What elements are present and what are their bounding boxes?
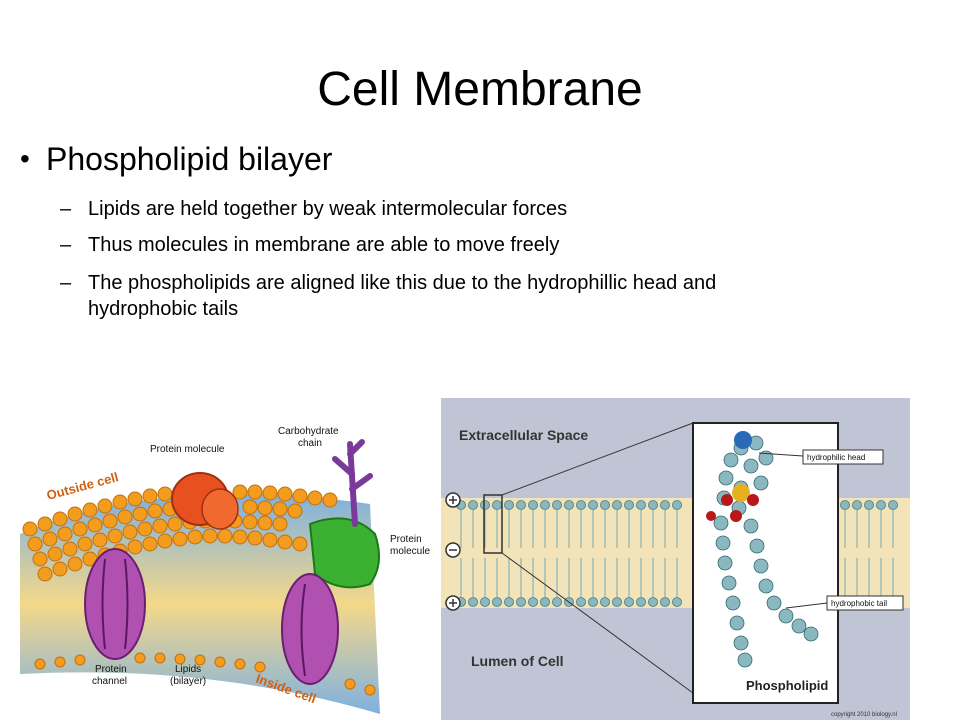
head-yellow <box>732 484 750 502</box>
protein-red <box>171 472 239 530</box>
bilayer-band <box>441 498 910 608</box>
lumen-label: Lumen of Cell <box>471 653 564 669</box>
membrane-cartoon: Outside cell Inside cell Protein molecul… <box>20 426 430 714</box>
subpoint-text: Thus molecules in membrane are able to m… <box>88 234 560 256</box>
protein-right-label-2: molecule <box>390 546 430 557</box>
lipids-label-2: (bilayer) <box>170 676 206 687</box>
protein-right-label-1: Protein <box>390 534 422 545</box>
lipids-label-1: Lipids <box>175 664 201 675</box>
head-callout-box <box>802 449 884 465</box>
phospholipid-diagram: hydrophilic head hydrophobic tail Extrac… <box>441 398 910 720</box>
main-bullet-text: Phospholipid bilayer <box>46 141 333 177</box>
tail-callout-box <box>826 595 904 611</box>
subpoint-text: Lipids are held together by weak intermo… <box>88 198 568 220</box>
copyright-label: copyright 2010 biology.nl <box>831 712 897 718</box>
dash-icon: – <box>60 272 72 294</box>
protein-green <box>308 517 380 589</box>
head-blue <box>734 431 752 449</box>
protein-channel <box>84 548 339 685</box>
carbohydrate-label-2: chain <box>298 438 322 449</box>
bullet-dot: • <box>20 143 30 174</box>
carbohydrate-label-1: Carbohydrate <box>278 426 339 437</box>
channel-label-2: channel <box>92 676 127 687</box>
carbohydrate-chain <box>332 439 373 527</box>
head-callout-line <box>758 452 804 457</box>
dash-icon: – <box>60 234 72 256</box>
phospholipid-label: Phospholipid <box>746 678 828 693</box>
tail-label: hydrophobic tail <box>831 599 887 608</box>
extracellular-label: Extracellular Space <box>459 427 588 443</box>
bilayer-tails <box>460 510 894 597</box>
subpoint-text: The phospholipids are aligned like this … <box>88 272 717 320</box>
lipid-heads-bottom <box>34 652 376 696</box>
channel-label-1: Protein <box>95 664 127 675</box>
slide-title: Cell Membrane <box>317 63 643 116</box>
head-label: hydrophilic head <box>807 453 865 462</box>
zoom-line-bottom <box>501 552 694 694</box>
selection-box <box>483 494 503 554</box>
dash-icon: – <box>60 198 72 220</box>
tail-callout-line <box>785 602 828 609</box>
zoom-line-top <box>501 422 694 496</box>
outside-cell-label: Outside cell <box>45 469 120 503</box>
protein-top-label: Protein molecule <box>150 444 225 455</box>
head-red <box>706 494 759 522</box>
